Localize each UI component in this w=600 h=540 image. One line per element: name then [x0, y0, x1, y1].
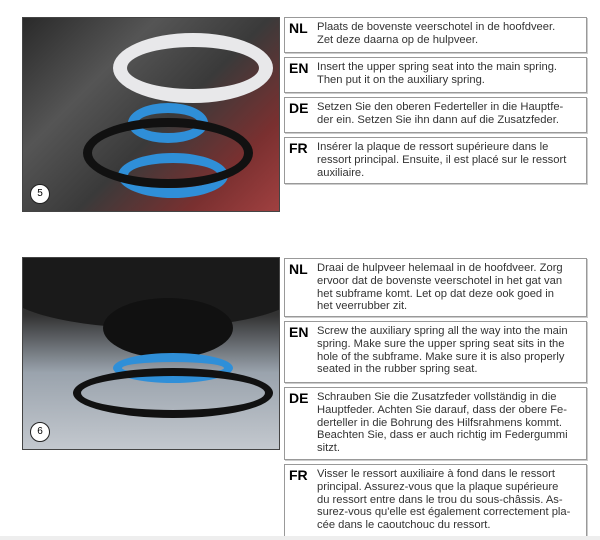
instruction-line: Then put it on the auxiliary spring. — [317, 73, 485, 86]
instruction-line: der ein. Setzen Sie ihn dann auf die Zus… — [317, 113, 559, 126]
instruction-text: Draai de hulpveer helemaal in de hoofdve… — [317, 262, 563, 313]
instruction-line: ervoor dat de bovenste veerschotel in he… — [317, 274, 563, 287]
step-number-badge: 6 — [30, 422, 50, 442]
instruction-box-de: DE Schrauben Sie die Zusatzfeder vollstän… — [284, 387, 587, 460]
instruction-line: derteller in die Bohrung des Hilfsrahmen… — [317, 416, 562, 429]
black-main-spring — [73, 368, 273, 418]
instruction-line: Beachten Sie, dass er auch richtig im Fe… — [317, 429, 568, 442]
language-code: EN — [289, 60, 309, 76]
instruction-line: hole of the subframe. Make sure it is al… — [317, 350, 565, 363]
instruction-line: Visser le ressort auxiliaire à fond dans… — [317, 468, 555, 480]
instruction-line: het subframe komt. Let op dat deze ook g… — [317, 287, 554, 300]
step-6-photo: 6 — [22, 257, 280, 450]
instruction-line: principal. Assurez-vous que la plaque su… — [317, 480, 559, 493]
page-footer-band — [0, 536, 600, 540]
instruction-box-de: DE Setzen Sie den oberen Federteller in d… — [284, 97, 587, 133]
instruction-text: Plaats de bovenste veerschotel in de hoo… — [317, 21, 555, 49]
white-spring-coil — [113, 33, 273, 103]
instruction-text: Screw the auxiliary spring all the way i… — [317, 325, 568, 379]
instruction-line: ressort principal. Ensuite, il est placé… — [317, 153, 567, 166]
language-code: NL — [289, 20, 308, 36]
instruction-line: Insert the upper spring seat into the ma… — [317, 61, 558, 73]
language-code: FR — [289, 140, 308, 156]
language-code: NL — [289, 261, 308, 277]
language-code: DE — [289, 100, 309, 116]
instruction-line: cée dans le caoutchouc du ressort. — [317, 519, 491, 532]
language-code: DE — [289, 390, 309, 406]
language-code: FR — [289, 467, 308, 483]
instruction-line: het veerrubber zit. — [317, 300, 408, 313]
instruction-line: Draai de hulpveer helemaal in de hoofdve… — [317, 262, 563, 274]
instruction-text: Insert the upper spring seat into the ma… — [317, 61, 557, 89]
language-code: EN — [289, 324, 309, 340]
instruction-line: seated in the rubber spring seat. — [317, 363, 478, 376]
instruction-line: spring. Make sure the upper spring seat … — [317, 337, 565, 350]
black-main-spring — [83, 118, 253, 188]
instruction-box-fr: FR Visser le ressort auxiliaire à fond da… — [284, 464, 587, 537]
instruction-text: Schrauben Sie die Zusatzfeder vollständi… — [317, 391, 568, 456]
instruction-box-nl: NL Plaats de bovenste veerschotel in de h… — [284, 17, 587, 53]
instruction-line: surez-vous qu'elle est également correct… — [317, 506, 571, 519]
instruction-line: du ressort entre dans le trou du sous-ch… — [317, 493, 563, 506]
instruction-line: Zet deze daarna op de hulpveer. — [317, 33, 479, 46]
instruction-box-fr: FR Insérer la plaque de ressort supérieur… — [284, 137, 587, 184]
instruction-line: Hauptfeder. Achten Sie darauf, dass der … — [317, 403, 568, 416]
instruction-text: Visser le ressort auxiliaire à fond dans… — [317, 468, 570, 533]
instruction-box-en: EN Insert the upper spring seat into the … — [284, 57, 587, 93]
instruction-text: Setzen Sie den oberen Federteller in die… — [317, 101, 563, 129]
instruction-line: Schrauben Sie die Zusatzfeder vollständi… — [317, 391, 557, 403]
instruction-text: Insérer la plaque de ressort supérieure … — [317, 141, 566, 180]
instruction-line: Insérer la plaque de ressort supérieure … — [317, 141, 549, 153]
instruction-line: Setzen Sie den oberen Federteller in die… — [317, 101, 564, 113]
instruction-line: auxiliaire. — [317, 166, 365, 179]
instruction-box-nl: NL Draai de hulpveer helemaal in de hoofd… — [284, 258, 587, 317]
instruction-box-en: EN Screw the auxiliary spring all the way… — [284, 321, 587, 383]
step-5-photo: 5 — [22, 17, 280, 212]
instruction-line: Screw the auxiliary spring all the way i… — [317, 325, 568, 337]
instruction-line: sitzt. — [317, 442, 340, 455]
instruction-line: Plaats de bovenste veerschotel in de hoo… — [317, 21, 556, 33]
spring-seat — [103, 298, 233, 358]
step-number-badge: 5 — [30, 184, 50, 204]
